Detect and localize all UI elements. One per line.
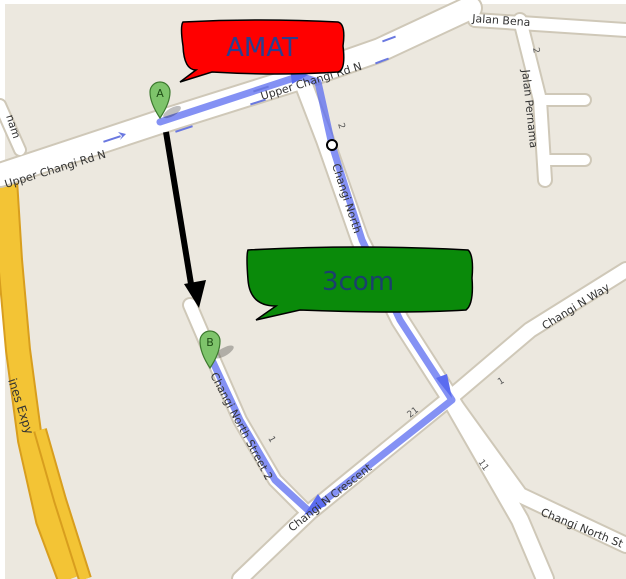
amat-callout-text: AMAT xyxy=(226,33,298,63)
route-number-jalan: 2 xyxy=(530,47,541,54)
route-path xyxy=(156,68,456,516)
expressway xyxy=(0,179,92,579)
route-arrow-2 xyxy=(436,374,452,398)
route-number-way: 1 xyxy=(496,376,506,388)
route-arrow-3 xyxy=(304,494,326,515)
frame-top xyxy=(0,0,626,4)
marker-a[interactable]: A xyxy=(149,81,183,120)
route-number-changi-north: 2 xyxy=(335,122,346,131)
marker-a-label: A xyxy=(156,87,164,100)
threecom-callout: 3com xyxy=(246,246,474,321)
amat-callout: AMAT xyxy=(179,19,345,83)
route-number-street2: 1 xyxy=(265,435,277,445)
marker-b-label: B xyxy=(206,336,214,349)
marker-b[interactable]: B xyxy=(199,330,236,370)
waypoint-circle xyxy=(326,139,338,151)
connection-arrow xyxy=(163,131,206,308)
threecom-callout-text: 3com xyxy=(322,267,394,297)
one-way-arrows xyxy=(103,35,396,143)
road-label-jalan-bena: Jalan Bena xyxy=(471,12,531,29)
